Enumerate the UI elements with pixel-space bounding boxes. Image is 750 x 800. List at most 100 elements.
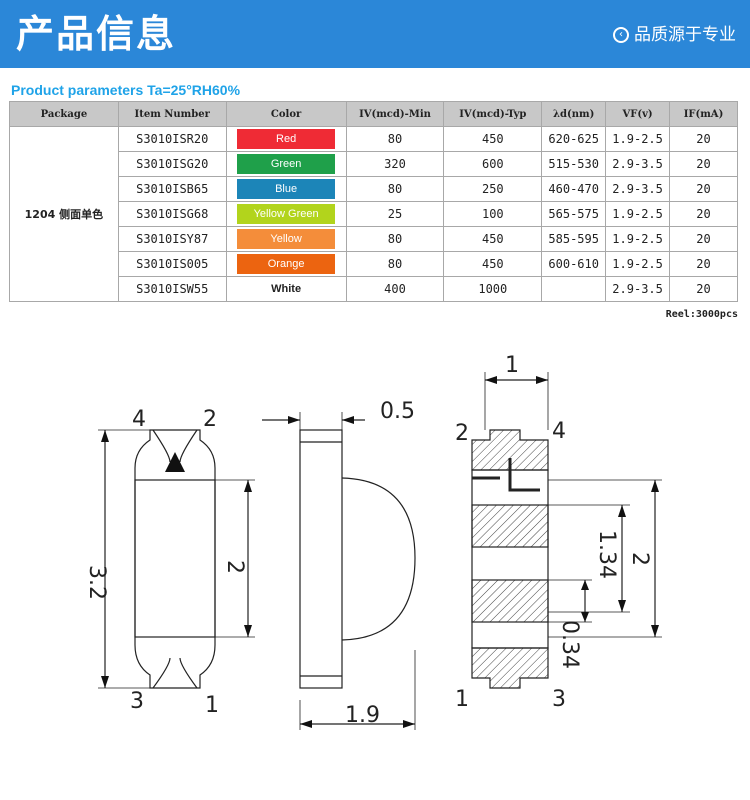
dim-back-pad-pitch: 1.34 — [594, 530, 619, 579]
wavelength-cell — [541, 276, 607, 302]
pin-label-front-1: 1 — [205, 693, 219, 718]
dim-back-height: 2 — [627, 552, 652, 566]
back-view: 1 2 1.34 0.34 2 4 1 3 — [455, 353, 662, 712]
params-heading: Product parameters Ta=25°RH60% — [11, 82, 241, 98]
dim-back-width: 1 — [505, 353, 519, 378]
iv-typ-cell: 250 — [443, 176, 543, 202]
if-cell: 20 — [669, 176, 738, 202]
iv-min-cell: 80 — [345, 126, 445, 152]
tagline: ‹ 品质源于专业 — [613, 24, 736, 46]
dim-back-pad: 0.34 — [557, 620, 582, 669]
page-title: 产品信息 — [16, 11, 177, 56]
item-number-cell: S3010ISB65 — [117, 176, 227, 202]
header-package: Package — [9, 101, 119, 127]
if-cell: 20 — [669, 201, 738, 227]
dim-front-height: 3.2 — [84, 565, 109, 600]
vf-cell: 1.9-2.5 — [605, 226, 671, 252]
iv-typ-cell: 450 — [443, 126, 543, 152]
pin-label-back-3: 3 — [552, 687, 566, 712]
header-iv-min: IV(mcd)-Min — [345, 101, 445, 127]
if-cell: 20 — [669, 251, 738, 277]
pin-label-front-4: 4 — [132, 407, 146, 432]
color-cell: White — [225, 276, 347, 302]
reel-note: Reel:3000pcs — [665, 309, 738, 320]
color-cell: Orange — [225, 251, 347, 277]
color-swatch: Orange — [237, 254, 336, 274]
tagline-text: 品质源于专业 — [634, 25, 736, 45]
table-header-row: Package Item Number Color IV(mcd)-Min IV… — [9, 101, 738, 127]
pin-label-back-2: 2 — [455, 421, 469, 446]
dim-side-thickness: 0.5 — [380, 399, 415, 424]
chevron-left-circle-icon: ‹ — [613, 27, 629, 43]
vf-cell: 2.9-3.5 — [605, 276, 671, 302]
item-number-cell: S3010ISY87 — [117, 226, 227, 252]
if-cell: 20 — [669, 226, 738, 252]
vf-cell: 2.9-3.5 — [605, 151, 671, 177]
header-if: IF(mA) — [669, 101, 738, 127]
header-wavelength: λd(nm) — [541, 101, 607, 127]
polarity-triangle-icon — [165, 452, 185, 472]
header-vf: VF(v) — [605, 101, 671, 127]
vf-cell: 2.9-3.5 — [605, 176, 671, 202]
pin-label-front-2: 2 — [203, 407, 217, 432]
item-number-cell: S3010ISG68 — [117, 201, 227, 227]
iv-min-cell: 80 — [345, 176, 445, 202]
color-cell: Yellow — [225, 226, 347, 252]
wavelength-cell: 515-530 — [541, 151, 607, 177]
vf-cell: 1.9-2.5 — [605, 201, 671, 227]
if-cell: 20 — [669, 126, 738, 152]
color-swatch: Blue — [237, 179, 336, 199]
iv-typ-cell: 100 — [443, 201, 543, 227]
item-number-cell: S3010ISG20 — [117, 151, 227, 177]
item-number-cell: S3010IS005 — [117, 251, 227, 277]
wavelength-cell: 460-470 — [541, 176, 607, 202]
item-number-cell: S3010ISR20 — [117, 126, 227, 152]
item-number-cell: S3010ISW55 — [117, 276, 227, 302]
front-view: 3.2 2 4 2 3 1 — [84, 407, 255, 718]
package-cell: 1204 侧面单色 — [9, 126, 119, 302]
iv-typ-cell: 1000 — [443, 276, 543, 302]
color-swatch: Red — [237, 129, 336, 149]
dim-front-lens: 2 — [222, 560, 247, 574]
color-swatch: White — [237, 279, 336, 299]
header-iv-typ: IV(mcd)-Typ — [443, 101, 543, 127]
color-swatch: Green — [237, 154, 336, 174]
color-cell: Yellow Green — [225, 201, 347, 227]
iv-min-cell: 25 — [345, 201, 445, 227]
header-banner: 产品信息 ‹ 品质源于专业 — [0, 0, 750, 68]
color-cell: Red — [225, 126, 347, 152]
iv-min-cell: 320 — [345, 151, 445, 177]
iv-typ-cell: 450 — [443, 251, 543, 277]
if-cell: 20 — [669, 276, 738, 302]
dim-side-depth: 1.9 — [345, 703, 380, 728]
if-cell: 20 — [669, 151, 738, 177]
wavelength-cell: 565-575 — [541, 201, 607, 227]
vf-cell: 1.9-2.5 — [605, 126, 671, 152]
wavelength-cell: 585-595 — [541, 226, 607, 252]
dimension-drawing: 3.2 2 4 2 3 1 0.5 1.9 — [84, 353, 662, 730]
wavelength-cell: 600-610 — [541, 251, 607, 277]
header-color: Color — [225, 101, 347, 127]
iv-min-cell: 400 — [345, 276, 445, 302]
header-item-number: Item Number — [117, 101, 227, 127]
iv-typ-cell: 600 — [443, 151, 543, 177]
color-cell: Green — [225, 151, 347, 177]
wavelength-cell: 620-625 — [541, 126, 607, 152]
iv-min-cell: 80 — [345, 226, 445, 252]
color-cell: Blue — [225, 176, 347, 202]
side-view: 0.5 1.9 — [262, 399, 416, 730]
color-swatch: Yellow Green — [237, 204, 336, 224]
iv-typ-cell: 450 — [443, 226, 543, 252]
pin-label-front-3: 3 — [130, 689, 144, 714]
pin-label-back-1: 1 — [455, 687, 469, 712]
pin-label-back-4: 4 — [552, 419, 566, 444]
vf-cell: 1.9-2.5 — [605, 251, 671, 277]
